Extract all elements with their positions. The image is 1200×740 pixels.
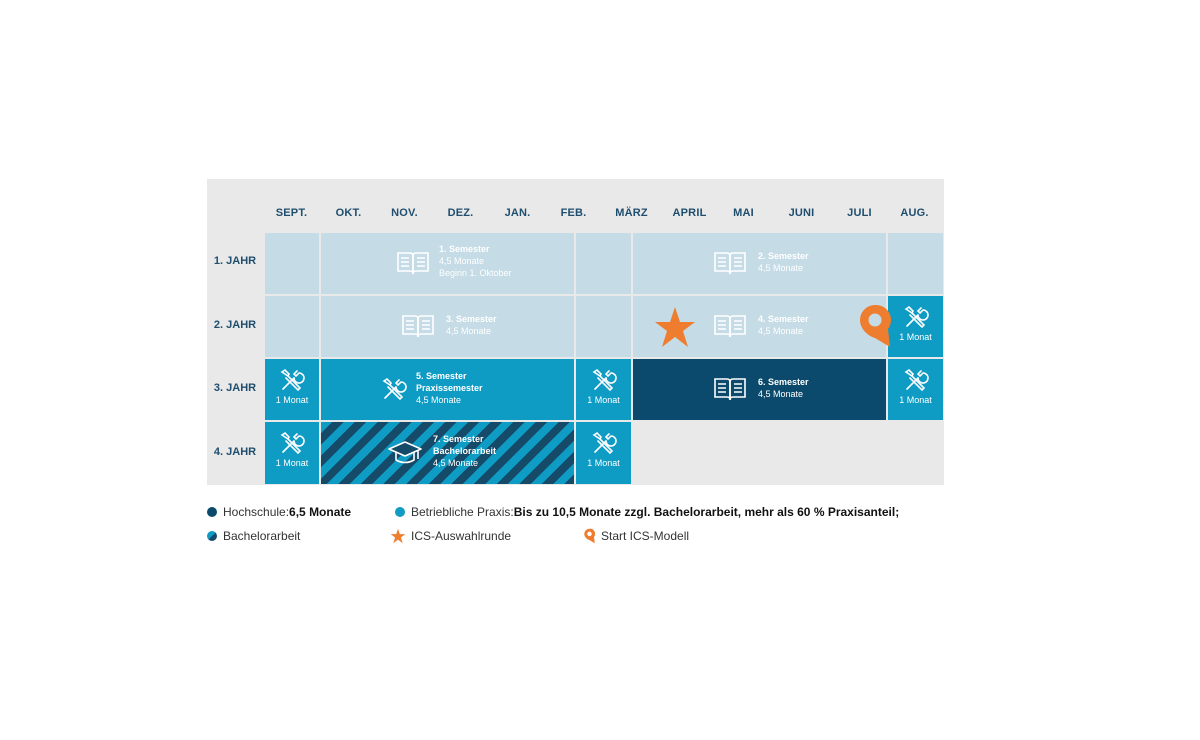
star-icon: [390, 528, 406, 544]
open-book-icon: [714, 315, 746, 338]
semester-5-block: 5. Semester Praxissemester 4,5 Monate: [321, 359, 574, 420]
legend-ics-start: Start ICS-Modell: [583, 528, 689, 544]
tools-icon: [382, 377, 407, 401]
semester-3-duration: 4,5 Monate: [446, 326, 492, 336]
semester-5-text: 5. Semester Praxissemester 4,5 Monate: [416, 370, 483, 406]
semester-2-text: 2. Semester 4,5 Monate: [758, 250, 809, 274]
legend-hochschule-label: Hochschule:: [223, 505, 290, 519]
semester-2-block: 2. Semester 4,5 Monate: [633, 233, 886, 294]
month-aug: AUG.: [900, 207, 929, 219]
legend-praxis-label: Betriebliche Praxis:: [411, 505, 514, 519]
semester-5-duration: 4,5 Monate: [416, 395, 462, 405]
tools-icon: [280, 368, 305, 392]
cell-y1-maerz: [576, 233, 631, 294]
month-juli: JULI: [847, 207, 872, 219]
praxis-y4-maerz: 1 Monat: [576, 422, 631, 484]
month-maerz: MÄRZ: [615, 207, 648, 219]
month-nov: NOV.: [391, 207, 418, 219]
tools-icon: [280, 431, 305, 455]
map-pin-icon: [860, 304, 892, 347]
tools-icon: [592, 368, 617, 392]
semester-1-block: 1. Semester 4,5 Monate Beginn 1. Oktober: [321, 233, 574, 294]
legend-praxis: Betriebliche Praxis: Bis zu 10,5 Monate …: [395, 505, 899, 519]
tools-icon: [904, 368, 929, 392]
semester-7-block: 7. Semester Bachelorarbeit 4,5 Monate: [321, 422, 574, 484]
graduation-cap-icon: [388, 441, 422, 464]
praxis-dot: [395, 507, 405, 517]
praxis-label: 1 Monat: [899, 395, 932, 405]
hochschule-dot: [207, 507, 217, 517]
open-book-icon: [397, 252, 429, 275]
month-feb: FEB.: [560, 207, 587, 219]
year-label-3: 3. JAHR: [213, 382, 257, 394]
month-jan: JAN.: [504, 207, 531, 219]
month-sept: SEPT.: [275, 207, 308, 219]
semester-1-title: 1. Semester: [439, 244, 490, 254]
legend-hochschule-value: 6,5 Monate: [289, 505, 352, 519]
cell-y1-sept: [265, 233, 319, 294]
praxis-y4-sept: 1 Monat: [265, 422, 319, 484]
year-label-4: 4. JAHR: [213, 446, 257, 458]
month-april: APRIL: [672, 207, 707, 219]
semester-7-text: 7. Semester Bachelorarbeit 4,5 Monate: [433, 433, 496, 469]
legend-ics-auswahlrunde: ICS-Auswahlrunde: [390, 528, 511, 544]
semester-2-duration: 4,5 Monate: [758, 263, 804, 273]
praxis-y3-sept: 1 Monat: [265, 359, 319, 420]
month-juni: JUNI: [788, 207, 815, 219]
semester-6-block: 6. Semester 4,5 Monate: [633, 359, 886, 420]
semester-6-duration: 4,5 Monate: [758, 389, 804, 399]
praxis-y2-aug: 1 Monat: [888, 296, 943, 357]
semester-7-subtitle: Bachelorarbeit: [433, 446, 497, 456]
cell-y2-maerz: [576, 296, 631, 357]
semester-4-duration: 4,5 Monate: [758, 326, 804, 336]
year-label-1: 1. JAHR: [213, 255, 257, 267]
cell-y2-sept: [265, 296, 319, 357]
semester-1-note: Beginn 1. Oktober: [439, 268, 512, 278]
semester-3-block: 3. Semester 4,5 Monate: [321, 296, 574, 357]
open-book-icon: [714, 252, 746, 275]
star-icon: [655, 307, 695, 347]
praxis-label: 1 Monat: [275, 395, 309, 405]
praxis-y3-maerz: 1 Monat: [576, 359, 631, 420]
semester-1-text: 1. Semester 4,5 Monate Beginn 1. Oktober: [439, 243, 512, 279]
praxis-label: 1 Monat: [899, 332, 932, 342]
semester-6-title: 6. Semester: [758, 377, 809, 387]
semester-4-text: 4. Semester 4,5 Monate: [758, 313, 809, 337]
semester-4-title: 4. Semester: [758, 314, 809, 324]
semester-5-subtitle: Praxissemester: [416, 383, 483, 393]
semester-5-title: 5. Semester: [416, 371, 467, 381]
legend-ics-auswahlrunde-label: ICS-Auswahlrunde: [411, 529, 512, 543]
semester-6-text: 6. Semester 4,5 Monate: [758, 376, 809, 400]
semester-2-title: 2. Semester: [758, 251, 809, 261]
praxis-label: 1 Monat: [587, 395, 620, 405]
open-book-icon: [714, 378, 746, 401]
bachelorarbeit-dot: [207, 531, 217, 541]
map-pin-icon: [584, 528, 596, 544]
semester-3-title: 3. Semester: [446, 314, 497, 324]
year-label-2: 2. JAHR: [213, 319, 257, 331]
semester-3-text: 3. Semester 4,5 Monate: [446, 313, 497, 337]
semester-7-title: 7. Semester: [433, 434, 484, 444]
cell-y1-aug: [888, 233, 943, 294]
tools-icon: [592, 431, 617, 455]
praxis-label: 1 Monat: [587, 458, 620, 468]
legend-ics-start-label: Start ICS-Modell: [601, 529, 690, 543]
legend-hochschule: Hochschule: 6,5 Monate: [207, 505, 351, 519]
month-okt: OKT.: [335, 207, 362, 219]
month-dez: DEZ.: [447, 207, 474, 219]
praxis-y3-aug: 1 Monat: [888, 359, 943, 420]
tools-icon: [904, 305, 929, 329]
legend-bachelorarbeit: Bachelorarbeit: [207, 529, 300, 543]
semester-1-duration: 4,5 Monate: [439, 256, 485, 266]
month-mai: MAI: [733, 207, 754, 219]
legend-bachelorarbeit-label: Bachelorarbeit: [223, 529, 301, 543]
semester-7-duration: 4,5 Monate: [433, 458, 479, 468]
legend-praxis-value: Bis zu 10,5 Monate zzgl. Bachelorarbeit,…: [513, 505, 900, 519]
praxis-label: 1 Monat: [275, 458, 309, 468]
open-book-icon: [402, 315, 434, 338]
